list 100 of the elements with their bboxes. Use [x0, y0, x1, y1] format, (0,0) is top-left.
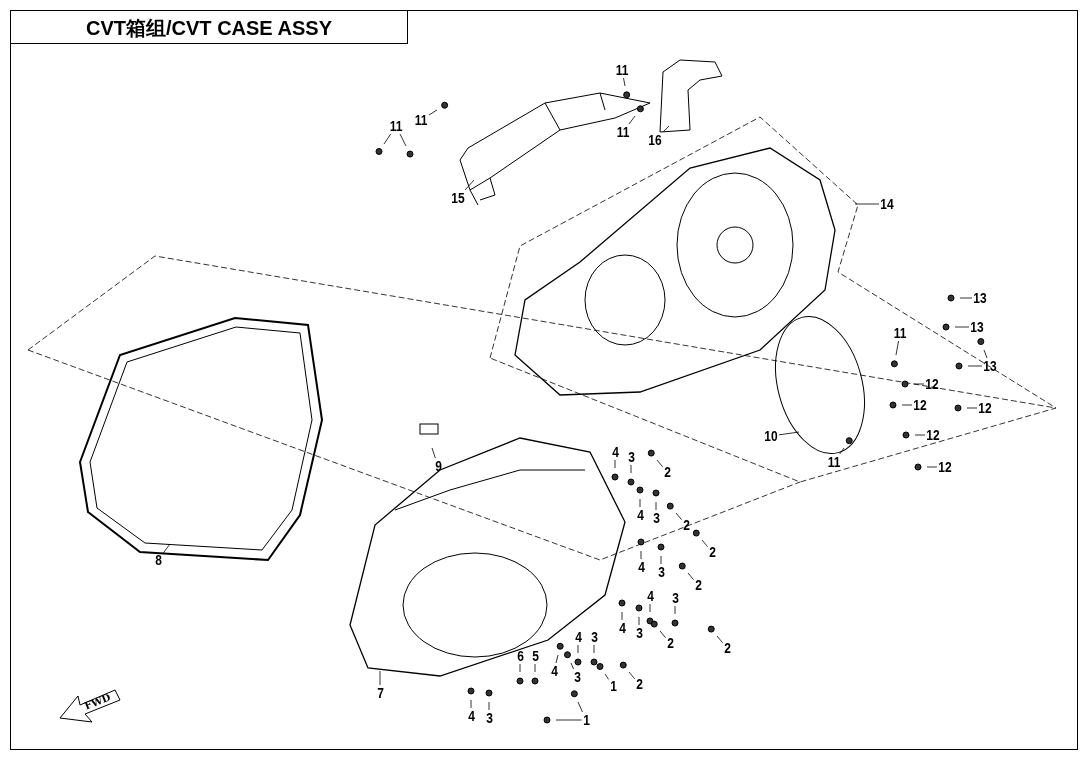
title-block: CVT箱组/CVT CASE ASSY: [10, 10, 408, 44]
leader-line: [854, 203, 880, 205]
leader-line: [639, 498, 641, 508]
callout-number: 5: [530, 648, 540, 664]
leader-line: [488, 701, 490, 711]
leader-line: [656, 459, 663, 468]
callout-number: 4: [617, 620, 627, 636]
leader-line: [593, 644, 595, 654]
leader-line: [470, 699, 472, 709]
leader-line: [555, 654, 559, 664]
leader-line: [659, 630, 666, 639]
leader-line: [966, 407, 978, 409]
leader-line: [570, 662, 574, 670]
leader-line: [967, 365, 983, 367]
leader-line: [630, 464, 632, 474]
leader-line: [623, 77, 626, 87]
leader-line: [428, 109, 438, 116]
leader-line: [914, 434, 926, 436]
callout-number: 9: [433, 458, 443, 474]
leader-line: [383, 133, 392, 145]
leader-line: [895, 340, 899, 356]
callout-number: 13: [969, 319, 985, 335]
leader-line: [399, 133, 407, 147]
leader-line: [954, 326, 970, 328]
callout-number: 4: [549, 663, 559, 679]
direction-label: FWD: [82, 691, 113, 712]
callout-number: 11: [388, 118, 404, 134]
leader-line: [577, 701, 583, 713]
leader-line: [839, 447, 845, 455]
leader-line: [778, 431, 800, 436]
callout-number: 14: [879, 196, 895, 212]
callout-number: 4: [636, 559, 646, 575]
leader-line: [687, 572, 694, 581]
callout-number: 4: [466, 708, 476, 724]
leader-line: [901, 404, 913, 406]
leader-line: [959, 297, 973, 299]
leader-line: [662, 125, 670, 133]
callout-number: 3: [634, 625, 644, 641]
leader-line: [379, 670, 381, 686]
callout-number: 16: [647, 132, 663, 148]
callout-number: 11: [413, 112, 429, 128]
callout-number: 15: [450, 190, 466, 206]
callout-number: 10: [763, 428, 779, 444]
callout-number: 4: [645, 588, 655, 604]
leader-line: [621, 611, 623, 621]
callout-number: 12: [937, 459, 953, 475]
callout-number: 3: [651, 510, 661, 526]
callout-number: 12: [912, 397, 928, 413]
callout-number: 1: [581, 712, 591, 728]
callout-number: 2: [665, 635, 675, 651]
callout-number: 6: [515, 648, 525, 664]
callout-number: 3: [589, 629, 599, 645]
callout-number: 3: [626, 449, 636, 465]
callout-number: 3: [656, 564, 666, 580]
callout-number: 12: [925, 427, 941, 443]
leader-line: [716, 635, 723, 644]
leader-line: [614, 459, 616, 469]
callout-number: 11: [826, 454, 842, 470]
leader-line: [926, 466, 938, 468]
leader-line: [577, 644, 579, 654]
leader-line: [534, 663, 536, 673]
leader-line: [464, 179, 475, 191]
callout-number: 2: [693, 577, 703, 593]
callout-number: 3: [670, 590, 680, 606]
callout-number: 2: [634, 676, 644, 692]
leader-line: [655, 501, 657, 511]
callout-number: 13: [982, 358, 998, 374]
leader-line: [983, 349, 988, 359]
callout-number: 7: [375, 685, 385, 701]
callout-number: 2: [707, 544, 717, 560]
leader-line: [628, 115, 636, 125]
leader-line: [638, 616, 640, 626]
callout-number: 13: [972, 290, 988, 306]
callout-number: 8: [153, 552, 163, 568]
callout-number: 3: [484, 710, 494, 726]
callout-number: 4: [610, 444, 620, 460]
leader-line: [913, 383, 925, 385]
callout-number: 4: [635, 507, 645, 523]
callout-number: 2: [722, 640, 732, 656]
callout-number: 2: [681, 517, 691, 533]
leader-line: [162, 543, 171, 555]
leader-line: [675, 512, 682, 521]
callout-number: 4: [573, 629, 583, 645]
leader-line: [660, 555, 662, 565]
leader-line: [649, 603, 651, 613]
leader-line: [628, 671, 635, 680]
leader-line: [519, 663, 521, 673]
leader-line: [701, 539, 708, 548]
leader-line: [555, 719, 582, 721]
leader-line: [431, 447, 436, 459]
leader-line: [604, 673, 609, 680]
callout-number: 2: [662, 464, 672, 480]
leader-line: [674, 605, 676, 615]
callout-number: 11: [615, 124, 631, 140]
callout-number: 12: [924, 376, 940, 392]
leader-line: [640, 550, 642, 560]
callout-number: 11: [892, 325, 908, 341]
callout-number: 3: [572, 669, 582, 685]
callout-number: 1: [608, 678, 618, 694]
callout-number: 11: [614, 62, 630, 78]
